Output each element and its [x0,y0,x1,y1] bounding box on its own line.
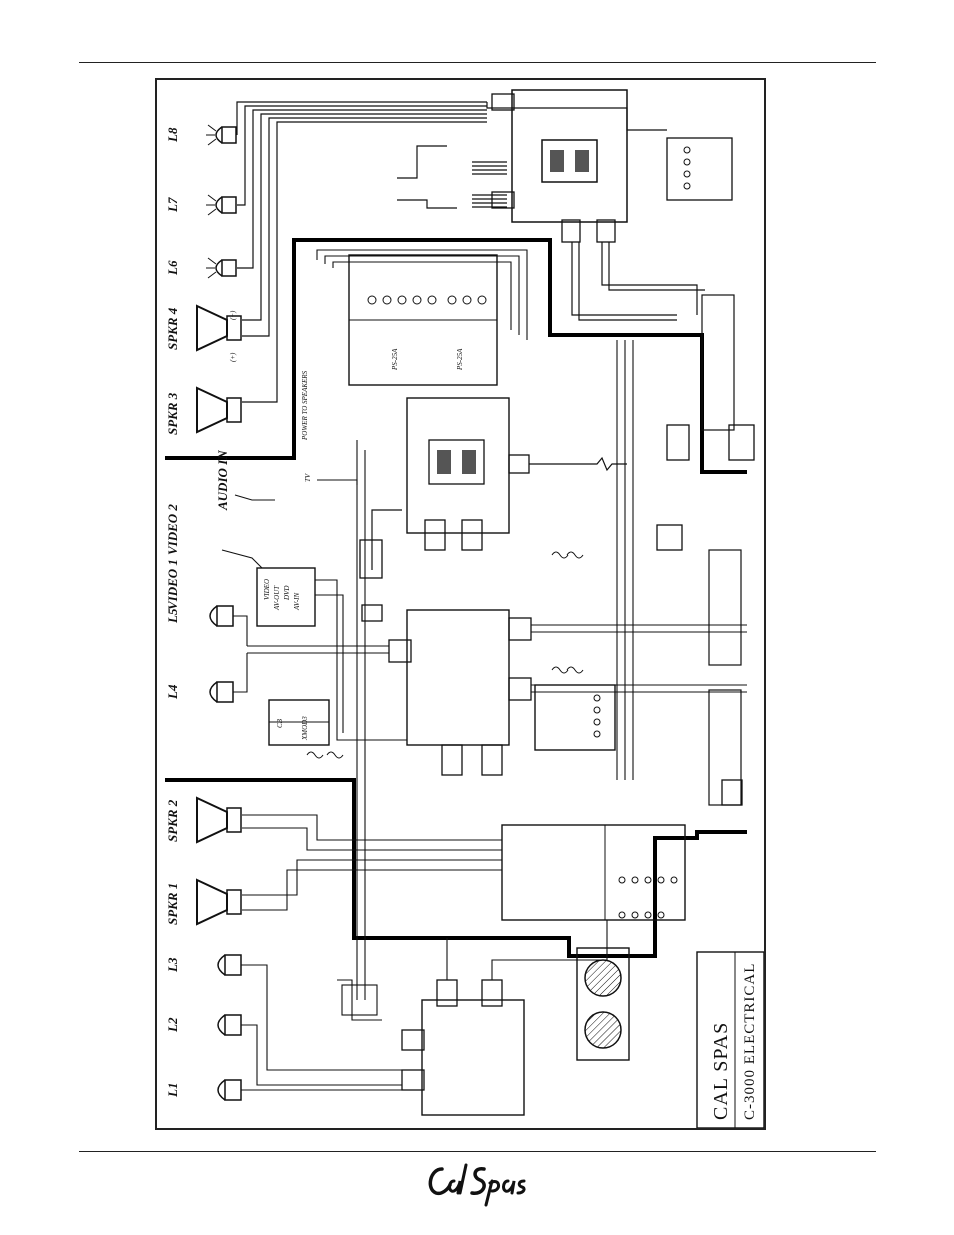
label-l5: L5 [165,608,180,624]
plug-3pin [359,539,383,579]
center-transformer [428,439,485,485]
label-l2: L2 [165,1017,180,1033]
wiring-schematic: L8 L7 L6 SPKR 4 SPKR 3 (+) (−) [165,89,764,1128]
terminal-strip-lower [501,824,686,921]
wiring-diagram-frame: L8 L7 L6 SPKR 4 SPKR 3 (+) (−) [155,78,766,1130]
label-tv: TV [304,473,312,482]
speaker-spkr4 [196,304,242,352]
speaker-spkr2 [196,796,242,844]
label-cb: CB [276,718,284,728]
label-xmod: XMOD3 [301,716,309,741]
bottom-box-wiring [337,920,608,1021]
relay-coils [397,145,507,209]
ps-terminals [367,295,487,305]
label-minus: (−) [229,310,237,320]
plug-8pin-top [666,424,690,461]
audio-terminals [593,694,601,738]
label-spkr1: SPKR 1 [165,883,180,925]
cord-grip-fittings [491,93,616,243]
label-audio-in: AUDIO IN [215,450,230,511]
strip-terminals [618,876,678,919]
audio-module [534,684,616,751]
light-l8 [206,124,237,146]
header-rule [79,62,876,63]
wire-break-markers [306,551,584,759]
transformer-top [541,139,598,183]
title-block-subtitle: C-3000 ELECTRICAL [742,963,758,1120]
label-l8: L8 [165,127,180,143]
footer-rule [79,1151,876,1152]
speaker-spkr3 [196,386,242,434]
label-plus: (+) [229,352,237,362]
speaker-spkr1 [196,878,242,926]
label-l7: L7 [165,197,180,213]
plug-8pin-top-2 [728,424,755,461]
light-l7 [206,194,237,216]
wire-run-right [486,102,705,321]
cord-grips-bottom [401,979,503,1091]
label-video-out: VIDEO [263,579,271,600]
label-l1: L1 [165,1083,180,1098]
jet-panel [576,947,630,1061]
label-spkr2: SPKR 2 [165,799,180,842]
light-l1 [217,1079,242,1101]
light-l3 [217,954,242,976]
transformer-core [462,450,476,474]
jet-1 [584,959,622,997]
title-block-title: CAL SPAS [710,1022,732,1120]
light-l2 [217,1014,242,1036]
zone-boundary-line [165,778,747,958]
gfci-box-center [406,397,510,534]
label-dvd: DVD [283,586,291,601]
title-block [696,951,764,1128]
plug-lead [371,509,402,570]
label-power-to-speakers: POWER TO SPEAKERS [301,370,309,441]
cord-grips-middle [388,617,532,776]
transformer-core [550,150,564,172]
av-box [256,567,316,627]
speaker-harness-lower [708,689,742,806]
label-spkr3: SPKR 3 [165,392,180,435]
zone-boundary-line [165,238,747,474]
junction-box-middle [406,609,510,746]
plug-8pin-lower [721,779,743,806]
jet-2 [584,1011,622,1049]
label-l4: L4 [165,684,180,700]
light-l5 [209,605,234,627]
transformer-terminal-box [666,137,733,201]
label-video2: VIDEO 2 [165,504,180,555]
wire-bundle-bottom [241,440,502,1091]
label-av-in: AV-IN [293,593,301,611]
wire-loops-ps [316,249,528,340]
label-ps25a-2: PS-25A [456,348,464,371]
fuse-holder [361,604,383,622]
cal-spas-logo [428,1163,526,1207]
junction-box-bottom [421,999,525,1116]
label-video1: VIDEO 1 [165,559,180,610]
label-l3: L3 [165,957,180,973]
speaker-harness-middle [708,549,742,666]
control-box-top [511,89,628,223]
label-spkr4: SPKR 4 [165,307,180,350]
light-l4 [209,681,234,703]
light-l6 [206,257,237,279]
wire-bundle-top [236,101,487,403]
label-ps25a-1: PS-25A [391,348,399,371]
speaker-harness-top [701,294,735,431]
av-wiring [221,479,407,741]
power-cord [529,456,627,472]
wire-harness-middle [247,340,747,780]
plug-8pin-middle [656,524,683,551]
transformer-core [437,450,451,474]
label-av-out: AV-OUT [273,585,281,611]
terminal-screws [683,146,691,190]
label-l6: L6 [165,260,180,276]
transformer-core [575,150,589,172]
